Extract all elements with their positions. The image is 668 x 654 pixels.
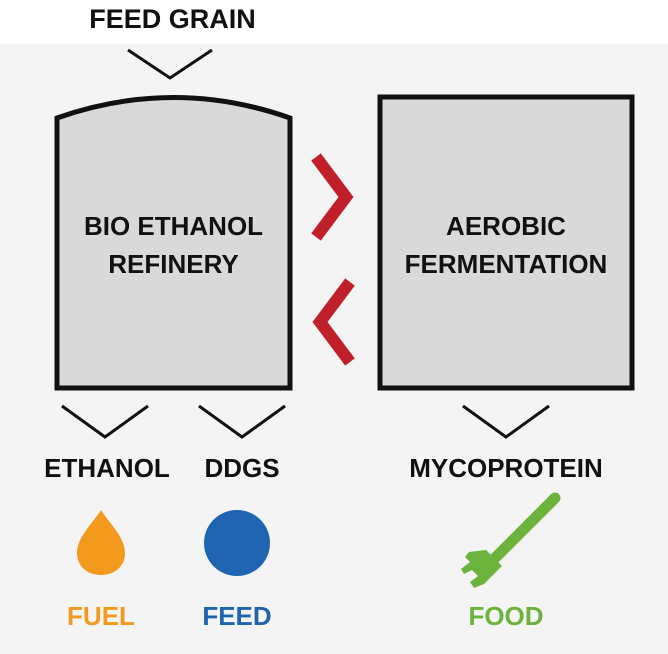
fuel-label: FUEL [67,601,135,631]
ddgs-chevron-icon [198,404,286,439]
feed-grain-chevron-icon [127,48,213,80]
fermenter-label: AEROBIC FERMENTATION [380,207,632,283]
droplet-icon [77,510,125,575]
refinery-label-line1: BIO ETHANOL [83,211,264,241]
mycoprotein-label: MYCOPROTEIN [409,453,603,483]
fermenter-label-line1: AEROBIC [446,211,566,241]
mycoprotein-chevron-icon [462,404,550,439]
refinery-label: BIO ETHANOL REFINERY [57,207,290,283]
flow-left-chevron-icon [312,278,355,366]
circle-icon [204,510,270,576]
refinery-label-line2: REFINERY [108,249,239,279]
food-label: FOOD [468,601,544,631]
fermenter-label-line2: FERMENTATION [404,249,608,279]
flow-right-chevron-icon [311,153,354,241]
ethanol-chevron-icon [61,404,149,439]
feed-grain-label: FEED GRAIN [89,4,256,34]
fork-icon [461,492,561,588]
ethanol-label: ETHANOL [44,453,170,483]
refinery-vessel [54,95,293,391]
ddgs-label: DDGS [204,453,280,483]
fermenter-box [377,94,635,391]
feed-label: FEED [202,601,272,631]
